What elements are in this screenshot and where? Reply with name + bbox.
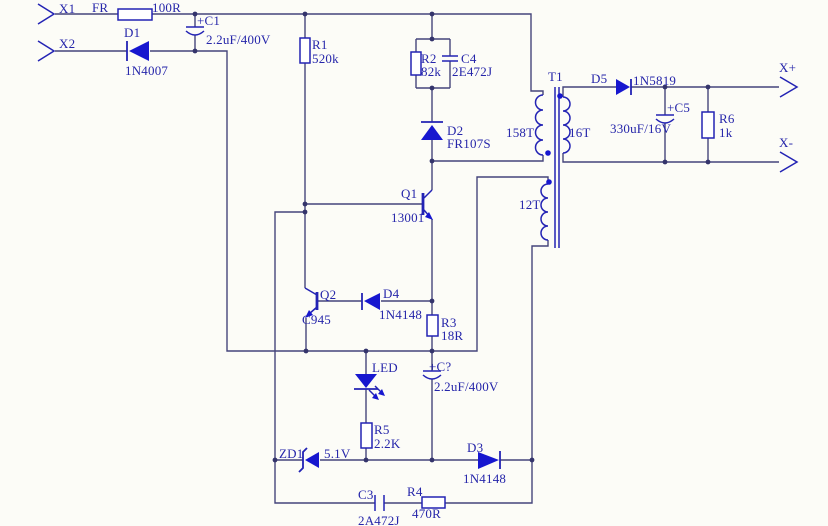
junction-dots xyxy=(192,11,711,463)
c4-value-label: 2E472J xyxy=(452,64,492,79)
transistor-q2 xyxy=(304,287,319,318)
wire-secondary-bottom xyxy=(562,153,779,163)
diode-d5 xyxy=(616,79,632,95)
d1-value-label: 1N4007 xyxy=(125,63,168,78)
r2-ref-label: R2 xyxy=(421,51,437,66)
d1-ref-label: D1 xyxy=(124,25,140,40)
transformer-t1 xyxy=(534,87,571,248)
zd1-ref-label: ZD1 xyxy=(279,446,303,461)
r6-value-label: 1k xyxy=(719,125,733,140)
r1-ref-label: R1 xyxy=(312,37,328,52)
r5-value-label: 2.2K xyxy=(374,436,401,451)
wires xyxy=(55,13,779,504)
polarity-dot-secondary xyxy=(557,93,563,99)
port-x1-chevron-icon xyxy=(37,3,56,25)
c4-ref-label: C4 xyxy=(461,51,477,66)
port-x1-label: X1 xyxy=(59,1,75,16)
resistor-r5 xyxy=(360,422,373,449)
resistor-r4 xyxy=(421,496,446,509)
r2-value-label: 82k xyxy=(421,64,441,79)
c1-ref-label: +C1 xyxy=(197,13,220,28)
transistor-q1 xyxy=(421,189,433,220)
port-xplus-label: X+ xyxy=(779,60,796,75)
polarity-dot-aux xyxy=(546,179,552,185)
d4-ref-label: D4 xyxy=(383,286,400,301)
wire-left-drop-to-c3 xyxy=(274,211,375,504)
c3-value-label: 2A472J xyxy=(358,513,400,526)
diode-d3 xyxy=(478,451,501,469)
c-unknown-ref-label: +C? xyxy=(429,359,451,374)
r3-ref-label: R3 xyxy=(441,315,457,330)
d2-value-label: FR107S xyxy=(447,136,491,151)
capacitor-c1 xyxy=(185,26,205,36)
zd1-value-label: 5.1V xyxy=(324,446,351,461)
d5-ref-label: D5 xyxy=(591,71,607,86)
diode-d2 xyxy=(421,121,443,140)
diode-d4 xyxy=(361,293,380,310)
d3-ref-label: D3 xyxy=(467,440,483,455)
led-ref-label: LED xyxy=(372,360,398,375)
port-xminus-chevron-icon xyxy=(779,151,799,173)
q1-value-label: 13001 xyxy=(391,210,425,225)
wire-secondary-top xyxy=(562,86,779,97)
capacitor-c-unknown xyxy=(422,370,442,380)
wire-r4-to-aux-bottom xyxy=(445,240,549,504)
capacitor-c5 xyxy=(655,114,675,124)
t1-ref-label: T1 xyxy=(548,69,563,84)
d4-value-label: 1N4148 xyxy=(379,307,422,322)
fr-value-label: 100R xyxy=(152,0,181,15)
d5-value-label: 1N5819 xyxy=(633,73,676,88)
diode-d1 xyxy=(126,41,149,61)
q2-ref-label: Q2 xyxy=(320,287,336,302)
port-x2-chevron-icon xyxy=(37,40,56,62)
winding-aux-12t xyxy=(540,183,549,241)
polarity-dot-primary xyxy=(545,150,551,156)
resistor-r1 xyxy=(299,37,311,64)
fr-ref-label: FR xyxy=(92,0,108,15)
r5-ref-label: R5 xyxy=(374,422,390,437)
winding-secondary-16t xyxy=(562,96,571,154)
t1-secondary-turns-label: 16T xyxy=(569,125,591,140)
r3-value-label: 18R xyxy=(441,328,463,343)
labels: X1 X2 X+ X- FR 100R D1 1N4007 +C1 2.2uF/… xyxy=(59,0,796,526)
c5-ref-label: +C5 xyxy=(667,100,690,115)
resistor-r6 xyxy=(701,111,715,139)
c-unknown-value-label: 2.2uF/400V xyxy=(434,379,499,394)
resistor-r2 xyxy=(410,51,422,76)
capacitor-c3 xyxy=(374,495,385,511)
r4-value-label: 470R xyxy=(412,506,441,521)
wire-primary-bottom xyxy=(432,155,544,162)
port-xminus-label: X- xyxy=(779,135,793,150)
r6-ref-label: R6 xyxy=(719,111,735,126)
zener-diode-zd1 xyxy=(298,447,319,473)
wire-top-rail-to-primary xyxy=(152,13,544,95)
t1-primary-turns-label: 158T xyxy=(506,125,534,140)
r1-value-label: 520k xyxy=(312,51,339,66)
c1-value-label: 2.2uF/400V xyxy=(206,32,271,47)
c3-ref-label: C3 xyxy=(358,487,374,502)
capacitor-c4 xyxy=(442,55,458,62)
resistor-r3 xyxy=(426,314,439,337)
transformer-core xyxy=(554,87,560,248)
port-xplus-chevron-icon xyxy=(779,76,799,98)
t1-aux-turns-label: 12T xyxy=(519,197,541,212)
port-x2-label: X2 xyxy=(59,36,75,51)
led-d-symbol xyxy=(354,374,385,400)
q2-value-label: C945 xyxy=(302,312,331,327)
winding-primary-158t xyxy=(534,94,544,156)
c5-value-label: 330uF/16V xyxy=(610,121,671,136)
port-symbols xyxy=(37,3,799,173)
q1-ref-label: Q1 xyxy=(401,186,417,201)
r4-ref-label: R4 xyxy=(407,484,423,499)
wire-neutral-rail-ground-bus-aux-top xyxy=(150,50,549,352)
d3-value-label: 1N4148 xyxy=(463,471,506,486)
resistor-fr xyxy=(117,8,153,21)
d2-ref-label: D2 xyxy=(447,123,463,138)
